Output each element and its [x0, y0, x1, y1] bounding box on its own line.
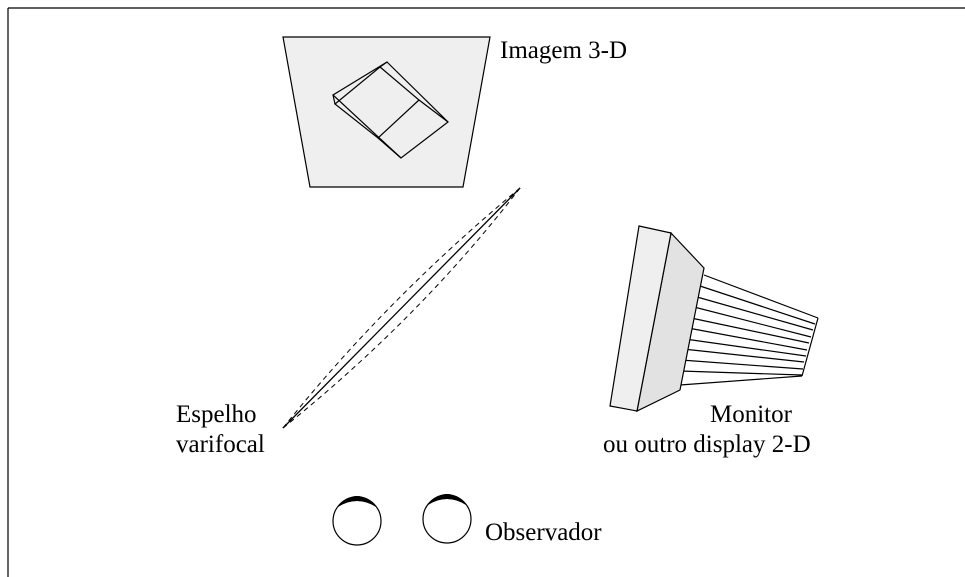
image-3d-panel — [282, 36, 491, 188]
image-panel-surface — [282, 36, 491, 188]
mirror-label-line1: Espelho — [176, 401, 257, 428]
observer-label: Observador — [485, 519, 602, 546]
monitor-label-line1: Monitor — [710, 401, 793, 428]
mirror-rest-line — [282, 187, 521, 429]
image-3d-label: Imagem 3-D — [500, 37, 627, 64]
mirror-flex-outline-lower — [282, 187, 521, 429]
monitor-tube — [679, 274, 819, 386]
mirror-flex-outline-upper — [282, 187, 521, 429]
varifocal-mirror — [282, 187, 521, 429]
observer-eyes — [332, 494, 472, 546]
cube-icon — [332, 61, 449, 159]
monitor — [609, 225, 819, 413]
mirror-label-line2: varifocal — [176, 431, 265, 458]
monitor-front-face — [609, 225, 672, 412]
frame-border — [7, 7, 965, 577]
eye-icon — [422, 494, 472, 544]
eye-icon — [332, 496, 382, 546]
monitor-label-line2: ou outro display 2-D — [603, 431, 811, 458]
